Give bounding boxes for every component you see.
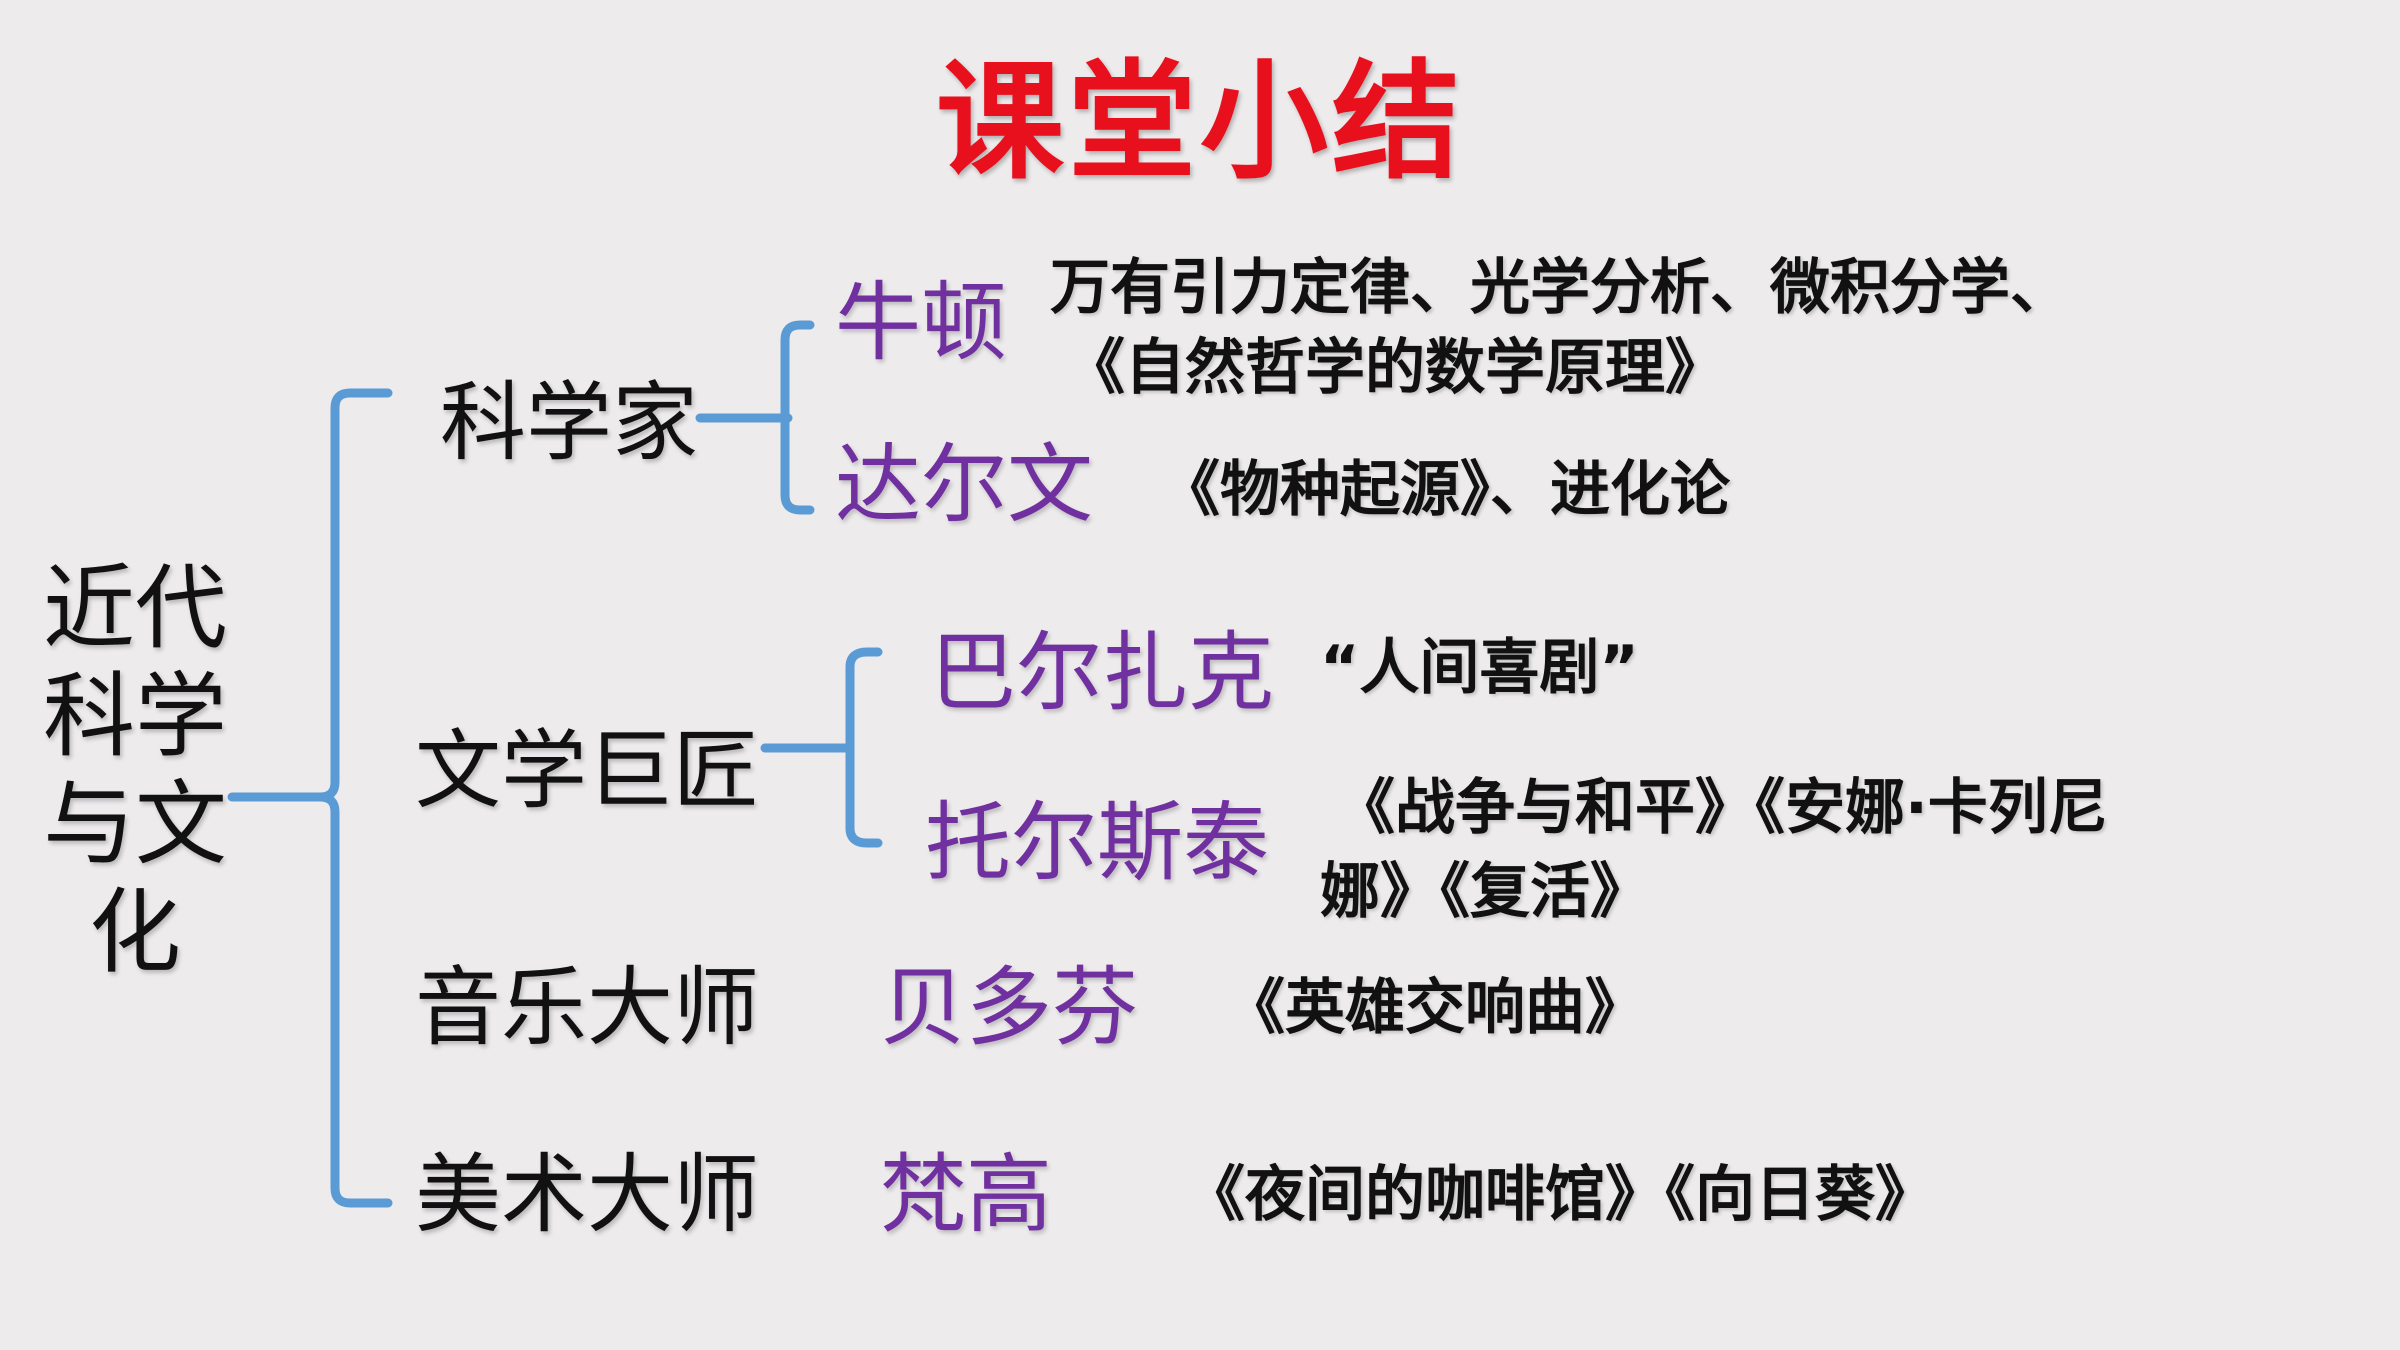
category-music: 音乐大师 [415,958,759,1058]
category-scientists: 科学家 [440,373,698,473]
works-darwin: 《物种起源》、进化论 [1160,455,1730,525]
works-tolstoy-line2: 娜》《复活》 [1320,857,1650,927]
person-tolstoy: 托尔斯泰 [925,793,1269,893]
works-newton-line2: 《自然哲学的数学原理》 [1065,333,1725,403]
person-darwin: 达尔文 [835,435,1093,535]
root-topic: 近代科学与文化 [42,555,227,986]
person-newton: 牛顿 [835,273,1007,373]
writers-bracket [760,647,883,848]
works-van-gogh: 《夜间的咖啡馆》《向日葵》 [1185,1160,1935,1230]
root-bracket [227,388,393,1208]
page-title: 课堂小结 [935,47,1464,197]
person-balzac: 巴尔扎克 [930,623,1274,723]
person-van-gogh: 梵高 [880,1145,1052,1245]
category-writers: 文学巨匠 [415,721,759,821]
category-art: 美术大师 [415,1145,759,1245]
person-beethoven: 贝多芬 [880,958,1138,1058]
works-tolstoy-line1: 《战争与和平》《安娜·卡列尼 [1335,773,2108,843]
works-balzac: “人间喜剧” [1320,633,1639,703]
works-newton-line1: 万有引力定律、光学分析、微积分学、 [1050,253,2070,323]
scientists-bracket [695,320,815,515]
works-beethoven: 《英雄交响曲》 [1225,973,1645,1043]
